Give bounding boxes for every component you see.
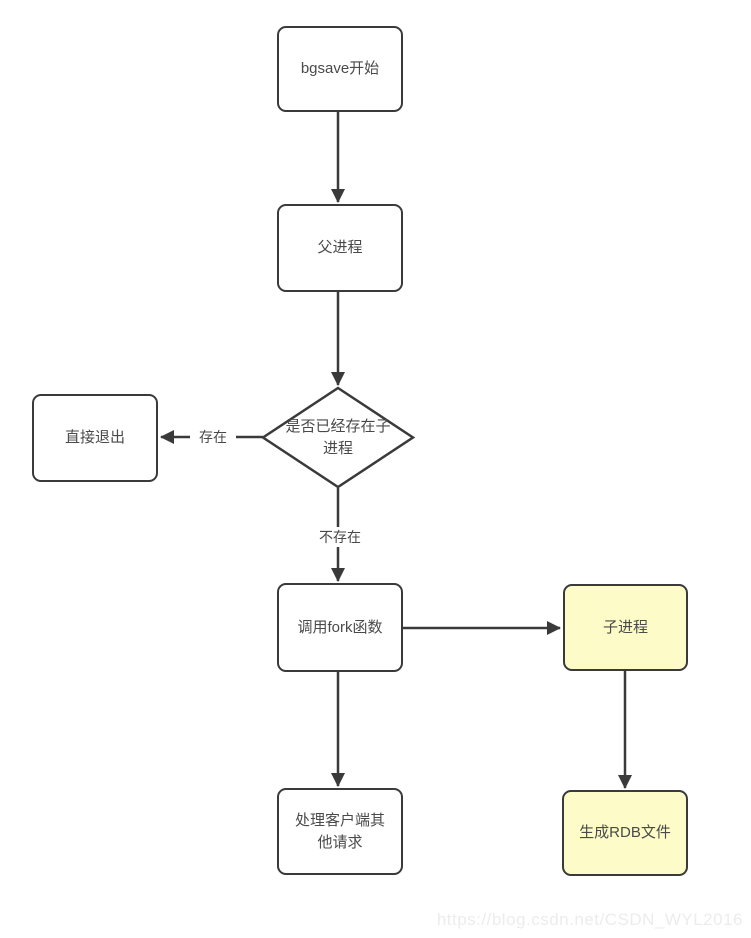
- node-parent: 父进程: [277, 204, 403, 292]
- edge-label-exists: 存在: [190, 427, 236, 447]
- node-child-label: 子进程: [602, 618, 648, 636]
- node-exit-label: 直接退出: [64, 429, 125, 446]
- node-handle-label: 处理客户端其他请求: [294, 811, 385, 851]
- node-start-label: bgsave开始: [300, 60, 380, 77]
- node-fork-label: 调用fork函数: [297, 618, 383, 636]
- edge-label-not-exists: 不存在: [307, 527, 373, 547]
- node-decision-shape: [260, 386, 416, 489]
- node-start: bgsave开始: [277, 26, 403, 112]
- node-child: 子进程: [563, 584, 688, 671]
- node-exit: 直接退出: [32, 394, 158, 482]
- node-parent-label: 父进程: [317, 239, 363, 256]
- node-decision-label: 是否已经存在子进程: [285, 418, 391, 457]
- node-rdb-label: 生成RDB文件: [579, 824, 671, 841]
- node-fork: 调用fork函数: [277, 583, 403, 672]
- watermark-text: https://blog.csdn.net/CSDN_WYL2016: [436, 910, 743, 929]
- node-rdb: 生成RDB文件: [562, 790, 688, 876]
- node-handle: 处理客户端其他请求: [277, 788, 403, 875]
